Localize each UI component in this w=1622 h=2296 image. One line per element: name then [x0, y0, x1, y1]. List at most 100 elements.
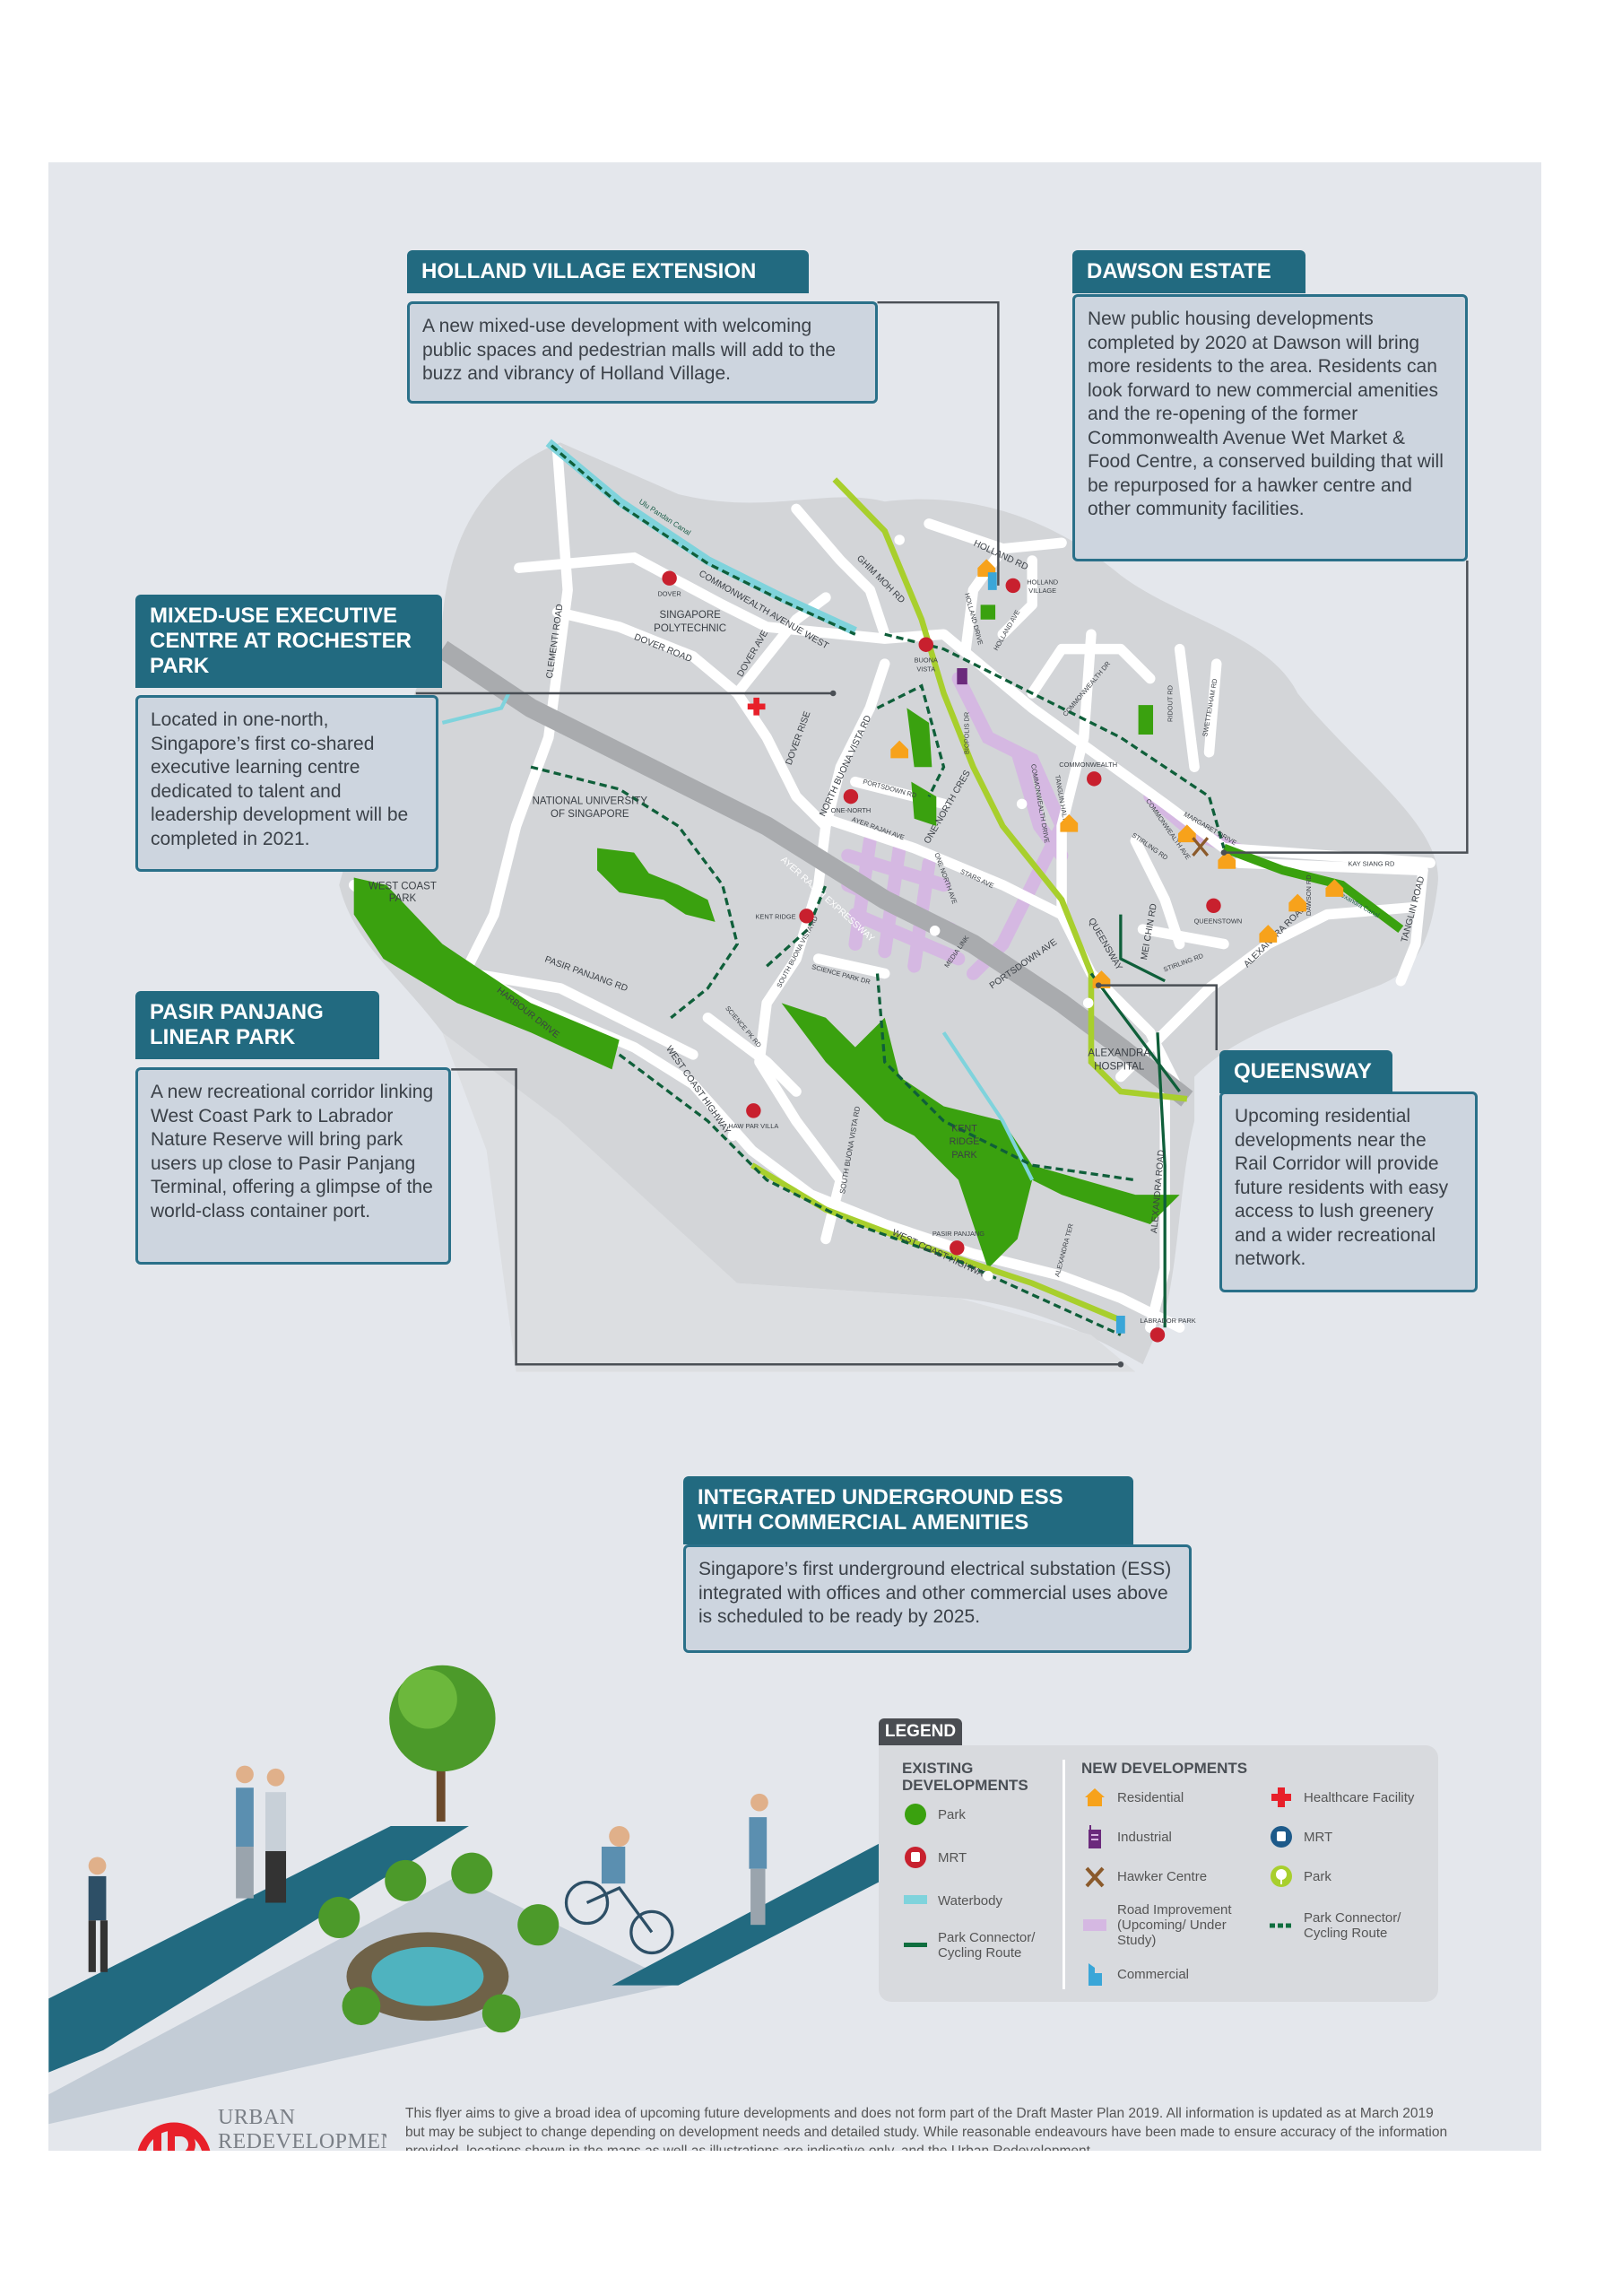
cyclist-figure: [564, 1825, 674, 1955]
holland-rd: [924, 518, 1067, 655]
cycling-routes-new: [530, 444, 1226, 1336]
callout-holland-village-body: A new mixed-use development with welcomi…: [407, 301, 878, 404]
commercial-icon: [1115, 1315, 1125, 1334]
ridout-rd: [1174, 643, 1200, 772]
science-park-dr: [702, 953, 890, 1097]
mrt-kent-ridge-icon: [799, 909, 814, 924]
house-icon: [890, 740, 909, 759]
legend-item: Hawker Centre: [1081, 1863, 1261, 1890]
map-label: BUONA: [915, 656, 938, 664]
north-buona-vista-rd: [812, 658, 890, 891]
callout-pasir-panjang-body: A new recreational corridor linking West…: [135, 1067, 451, 1265]
leader-dots: [829, 690, 1227, 1368]
mrt-pasir-panjang-icon: [950, 1240, 965, 1256]
legend-existing: EXISTING DEVELOPMENTS Park MRT Waterbody…: [902, 1760, 1063, 2002]
legend-item: Healthcare Facility: [1268, 1784, 1438, 1811]
map-label: HOSPITAL: [1094, 1061, 1145, 1072]
industrial-icon: [957, 668, 967, 685]
map-label: QUEENSTOWN: [1194, 918, 1243, 926]
map-label: RIDOUT RD: [1166, 685, 1174, 722]
house-icon: [1325, 879, 1344, 897]
map-label: DAWSON RD: [1305, 874, 1313, 916]
map-label: LABRADOR PARK: [1140, 1317, 1195, 1325]
legend-item: Industrial: [1081, 1823, 1261, 1850]
legend-existing-title: EXISTING DEVELOPMENTS: [902, 1760, 1028, 1794]
legend-label: MRT: [1304, 1829, 1333, 1845]
legend-item: MRT: [902, 1844, 1063, 1871]
legend-label: Road Improvement (Upcoming/ Under Study): [1117, 1902, 1232, 1948]
hawker-icon: [1192, 837, 1210, 857]
ura-logo-mark: [137, 2122, 211, 2151]
walker-figure: [749, 1793, 768, 1926]
map-label: VILLAGE: [1028, 587, 1056, 595]
dover-ave: [732, 592, 831, 699]
legend: EXISTING DEVELOPMENTS Park MRT Waterbody…: [879, 1745, 1438, 2002]
illustration: [48, 1665, 880, 2125]
callout-dawson-estate-body: New public housing developments complete…: [1072, 294, 1468, 561]
map-label: NATIONAL UNIVERSITY: [533, 796, 648, 806]
map-label: BIOPOLIS DR: [962, 712, 970, 754]
legend-item: Park: [1268, 1863, 1438, 1890]
map-label: WEST COAST: [369, 882, 437, 892]
callout-ess-title: INTEGRATED UNDERGROUND ESS WITH COMMERCI…: [683, 1476, 1133, 1544]
map-label: KENT: [951, 1123, 977, 1134]
legend-label: Residential: [1117, 1789, 1184, 1805]
kent-ridge-park: [781, 1003, 1180, 1269]
ulu-pandan-canal: [545, 439, 857, 636]
dashed-line-icon: [1268, 1912, 1295, 1939]
legend-label: Park: [1304, 1868, 1331, 1884]
new-park-tree-icons: [727, 535, 1094, 1282]
map-label: ALEXANDRA: [1088, 1048, 1150, 1059]
house-icon: [1081, 1784, 1108, 1811]
stirling-rd: [1130, 835, 1229, 950]
ghim-moh-rd: [791, 503, 890, 639]
legend-label: Industrial: [1117, 1829, 1172, 1845]
legend-label: Commercial: [1117, 1966, 1190, 1982]
map-label: HAW PAR VILLA: [728, 1122, 778, 1130]
map-label: RIDGE: [950, 1136, 980, 1147]
map-label: PARK: [389, 893, 417, 904]
new-park-connector: [750, 477, 1188, 1323]
tree-icon: [1268, 1863, 1295, 1890]
callout-queensway-title: QUEENSWAY: [1219, 1050, 1392, 1093]
callout-rochester-body: Located in one-north, Singapore’s first …: [135, 695, 438, 872]
ura-logo: URBANREDEVELOPMENT: [135, 2106, 386, 2151]
legend-divider: [1063, 1760, 1065, 1989]
house-icon: [1259, 925, 1278, 943]
house-icon: [1177, 824, 1196, 843]
ayer-rajah-expressway: [437, 640, 1193, 1107]
nus-park: [597, 848, 716, 922]
mrt-icons: [662, 570, 1221, 1343]
callout-holland-village-title: HOLLAND VILLAGE EXTENSION: [407, 250, 809, 293]
legend-label: Healthcare Facility: [1304, 1789, 1415, 1805]
map-label: PASIR PANJANG: [932, 1230, 984, 1238]
map-lower-band: [442, 1032, 1136, 1372]
map-label: OF SINGAPORE: [551, 809, 629, 820]
legend-label: Park Connector/ Cycling Route: [1304, 1909, 1401, 1941]
healthcare-cross-icon: [747, 697, 766, 716]
legend-label: Waterbody: [938, 1892, 1002, 1909]
callout-dawson-estate-title: DAWSON ESTATE: [1072, 250, 1305, 293]
legend-new: NEW DEVELOPMENTS Residential Healthcare …: [1081, 1760, 1438, 2002]
fork-knife-icon: [1081, 1863, 1108, 1890]
mrt-holland-village-icon: [1005, 578, 1021, 594]
red-cross-icon: [1268, 1784, 1295, 1811]
mrt-commonwealth-icon: [1087, 771, 1102, 787]
mrt-haw-par-villa-icon: [746, 1103, 761, 1118]
legend-item: MRT: [1268, 1823, 1438, 1850]
solid-line-icon: [902, 1932, 929, 1959]
map-label: KENT RIDGE: [756, 913, 796, 921]
map-label: ONE-NORTH: [831, 806, 872, 814]
mrt-dover-icon: [662, 570, 677, 586]
mrt-one-north-icon: [843, 788, 859, 804]
house-icon: [1060, 813, 1079, 832]
mrt-blue-icon: [1268, 1823, 1295, 1850]
map-label: POLYTECHNIC: [654, 623, 726, 634]
walkway-blue-right: [612, 1843, 880, 1986]
existing-park-connector: [1089, 914, 1181, 1328]
legend-label: Hawker Centre: [1117, 1868, 1208, 1884]
swettenham-rd: [1203, 658, 1222, 758]
map-label: KAY SIANG RD: [1348, 859, 1394, 867]
couple-figure: [236, 1765, 287, 1903]
